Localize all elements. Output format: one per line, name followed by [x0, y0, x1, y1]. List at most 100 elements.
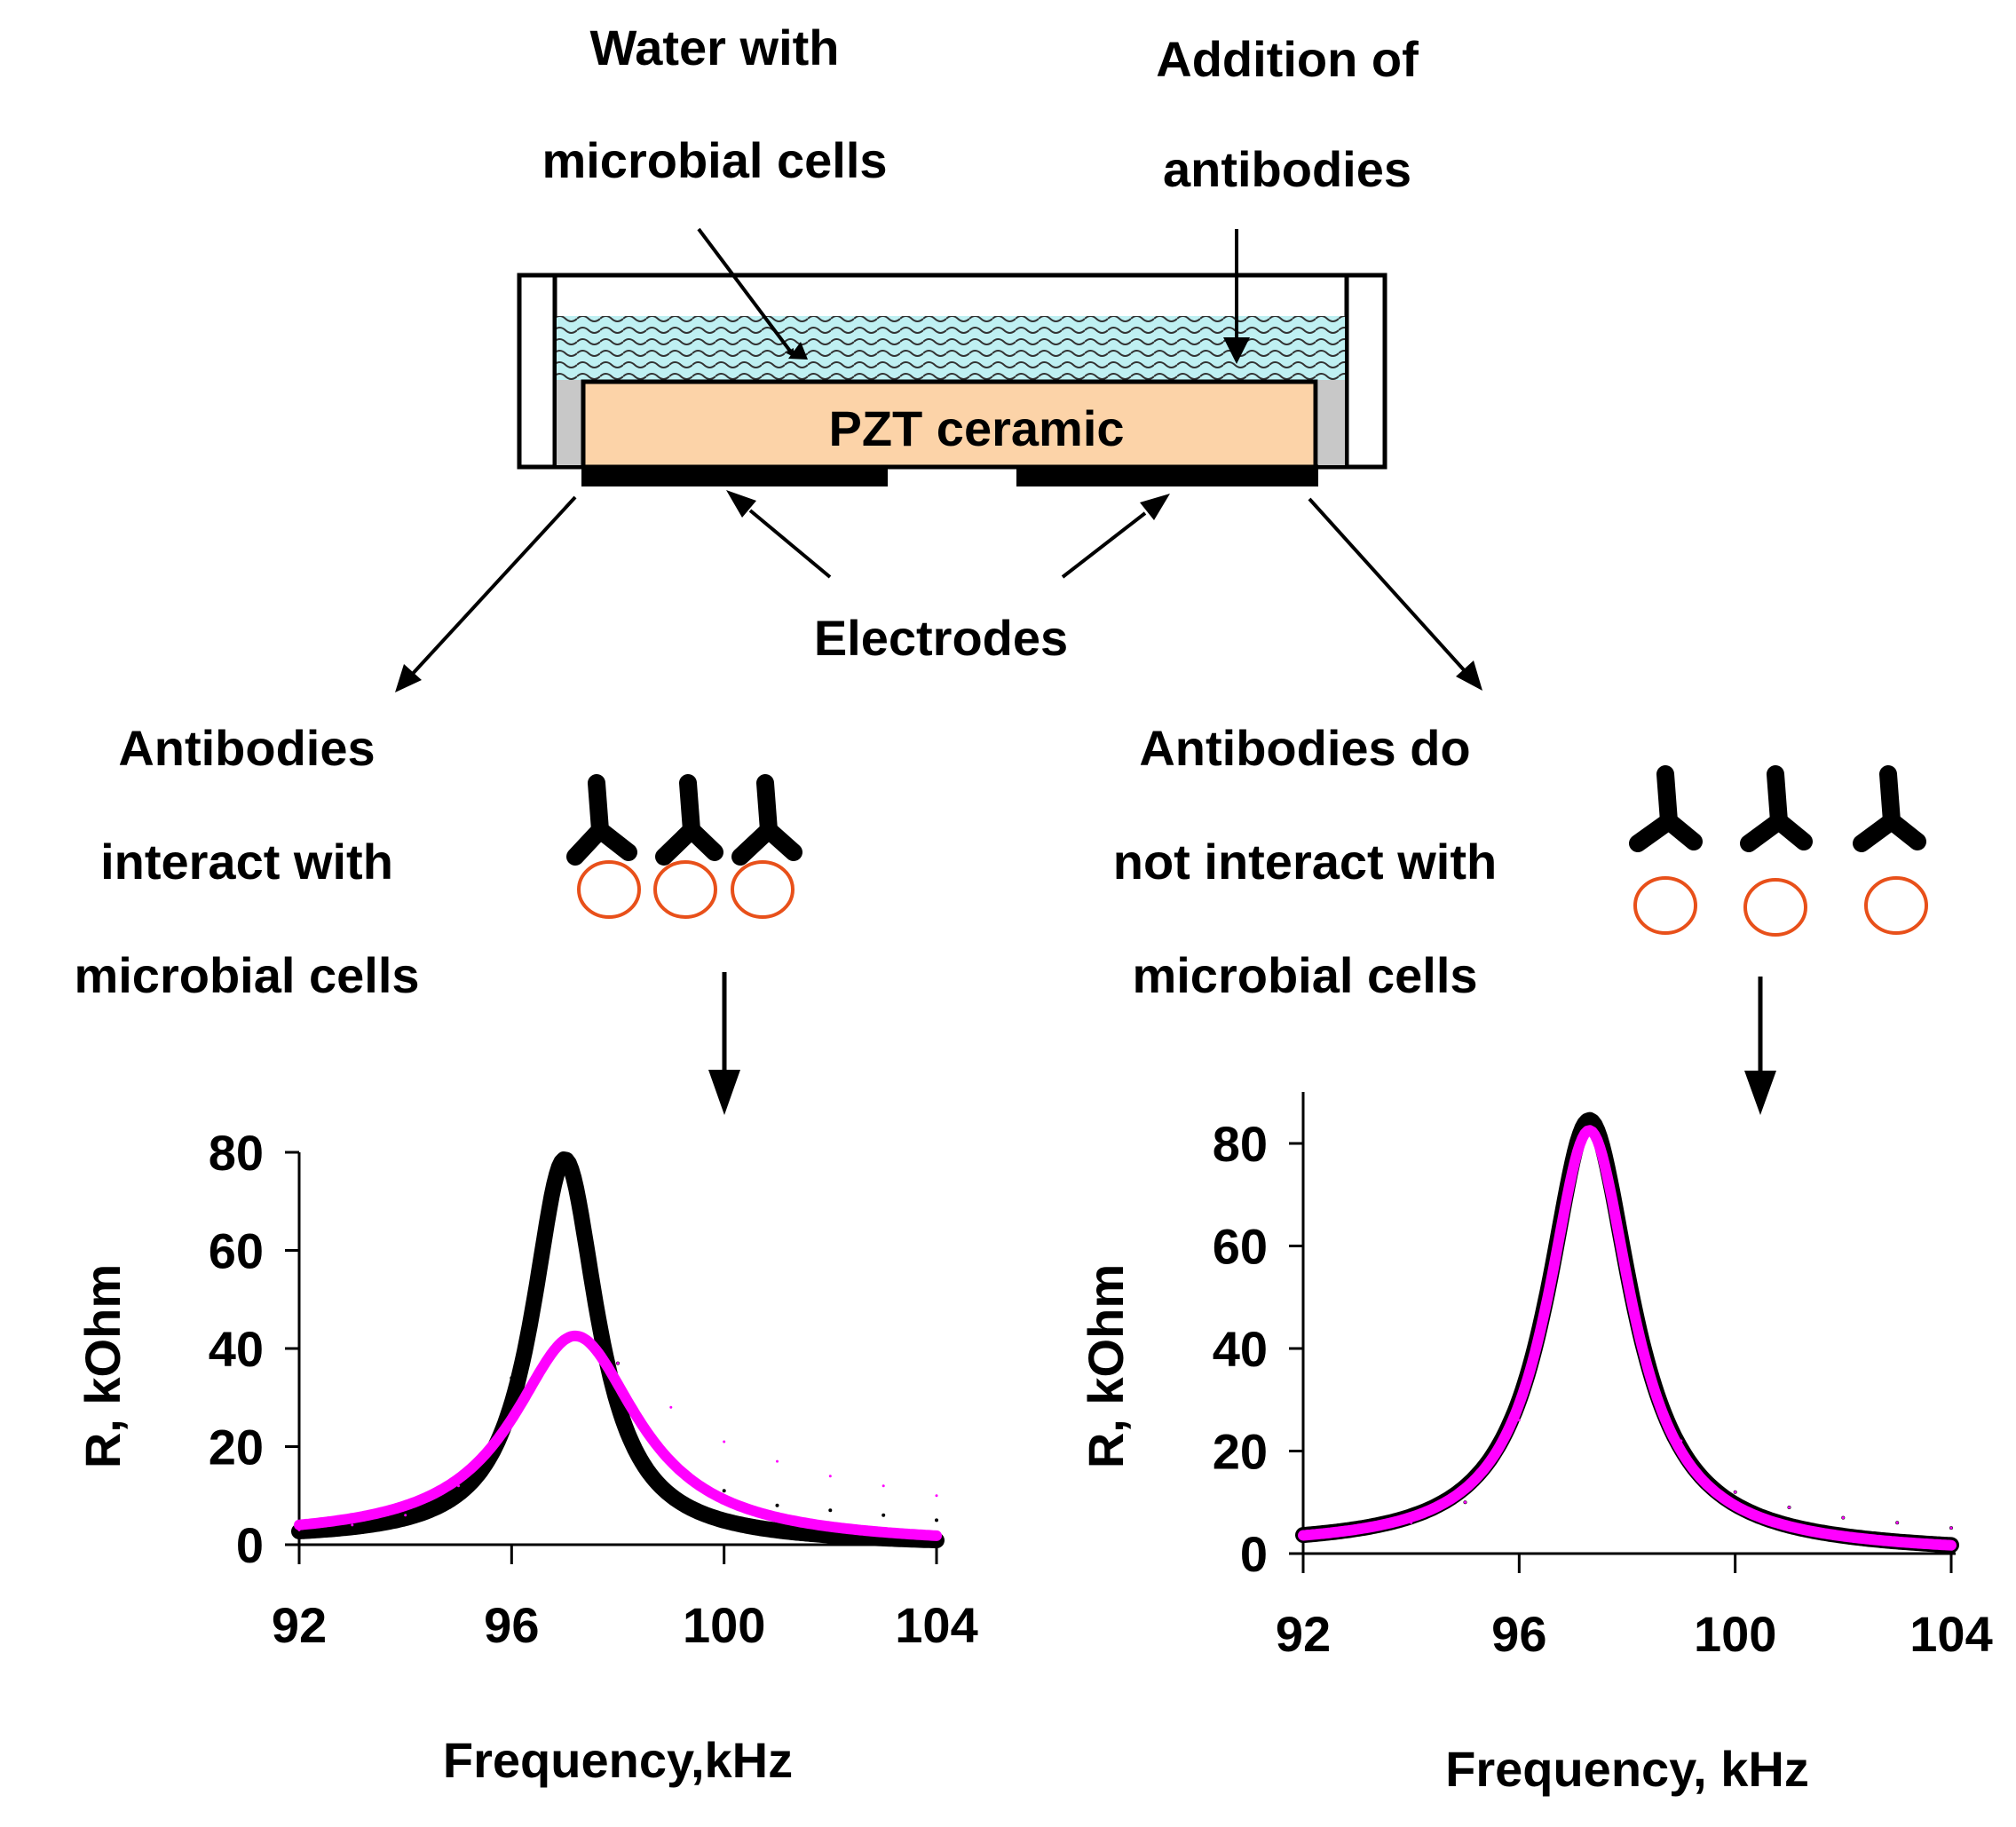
free-cells-group [1633, 876, 1928, 937]
addition-label: Addition of antibodies [1156, 31, 1419, 197]
y-tick-label: 60 [1213, 1219, 1268, 1275]
data-point [1788, 1506, 1791, 1509]
left-label-line1: Antibodies [118, 720, 375, 776]
microbial-cell-icon [1864, 876, 1928, 935]
water-arrow [697, 227, 796, 359]
data-point [1410, 1521, 1413, 1524]
data-point [536, 1238, 541, 1243]
x-tick-label: 92 [272, 1597, 327, 1653]
electrode-right-pointer [1061, 511, 1147, 579]
data-point [935, 1494, 938, 1498]
data-point [882, 1484, 885, 1488]
data-point [297, 1528, 301, 1531]
antibody-icon [1629, 765, 1703, 852]
data-point [510, 1420, 513, 1424]
electrode-left [581, 467, 888, 486]
water-waves [557, 316, 1345, 380]
bound-cells-group [577, 860, 795, 919]
data-point [589, 1342, 593, 1345]
antibody-icon [566, 774, 637, 866]
y-tick-label: 80 [209, 1125, 264, 1181]
electrodes-label: Electrodes [814, 610, 1068, 666]
microbial-cell-icon [577, 860, 641, 919]
y-tick-label: 20 [1213, 1424, 1268, 1480]
microbial-cell-icon [731, 860, 795, 919]
y-tick-label: 40 [1213, 1321, 1268, 1377]
data-point [510, 1376, 514, 1380]
electrode-left-pointer [748, 509, 832, 579]
antibody-arrow-head [1223, 337, 1250, 364]
right-wall [1344, 273, 1387, 470]
antibody-icon [1853, 765, 1926, 852]
data-point [1841, 1516, 1845, 1520]
data-point [775, 1503, 779, 1507]
water-label: Water with microbial cells [542, 20, 887, 188]
data-point [616, 1362, 620, 1365]
right-label-line2: not interact with [1113, 834, 1497, 890]
unbound-antibodies-group [1629, 765, 1926, 852]
data-point [351, 1523, 354, 1527]
water-label-line1: Water with [589, 20, 839, 75]
data-point [1571, 1162, 1575, 1166]
data-point [828, 1475, 832, 1478]
y-tick-label: 40 [209, 1321, 264, 1377]
left-scenario-label: Antibodies interact with microbial cells [74, 720, 419, 1003]
data-point [882, 1513, 886, 1517]
series-line-before [291, 1151, 945, 1549]
antibody-icon [655, 774, 723, 866]
y-tick-label: 0 [1240, 1526, 1268, 1582]
left-result-arrow-head [708, 1070, 740, 1115]
x-tick-label: 96 [484, 1597, 539, 1653]
right-spacer [1318, 380, 1345, 465]
bound-antibodies-group [566, 774, 802, 866]
data-point [457, 1484, 460, 1488]
antibody-icon [1740, 765, 1813, 852]
y-tick-label: 60 [209, 1223, 264, 1279]
x-axis-label: Frequency,kHz [443, 1732, 793, 1788]
data-point [404, 1514, 407, 1517]
right-label-line3: microbial cells [1132, 947, 1477, 1003]
x-axis-label: Frequency, kHz [1445, 1741, 1809, 1797]
data-point [1625, 1269, 1629, 1273]
right-scenario-label: Antibodies do not interact with microbia… [1113, 720, 1497, 1003]
branch-right-arrow-head [1456, 660, 1482, 691]
branch-right-arrow [1308, 497, 1468, 675]
microbial-cell-icon [1743, 878, 1807, 937]
data-point [563, 1160, 567, 1164]
sensor-cell: PZT ceramic [517, 273, 1387, 486]
x-tick-label: 96 [1491, 1606, 1546, 1662]
x-tick-label: 104 [1909, 1606, 1992, 1662]
data-point [1517, 1419, 1521, 1422]
left-wall [517, 273, 557, 470]
left-spacer [557, 380, 583, 465]
data-point [1356, 1531, 1359, 1535]
electrode-left-pointer-head [726, 490, 756, 518]
right-result-arrow-head [1744, 1071, 1776, 1115]
electrode-right-pointer-head [1140, 494, 1170, 520]
data-point [669, 1405, 673, 1409]
pzt-label: PZT ceramic [828, 400, 1124, 456]
data-point [1599, 1152, 1602, 1155]
y-axis-label: R, kOhm [1078, 1264, 1134, 1468]
right-label-line1: Antibodies do [1139, 720, 1470, 776]
data-point [536, 1376, 540, 1380]
data-point [1895, 1521, 1899, 1524]
data-point [723, 1440, 726, 1443]
left-label-line3: microbial cells [74, 947, 419, 1003]
data-point [1545, 1301, 1548, 1304]
water-arrow-head [788, 342, 808, 360]
addition-label-line2: antibodies [1163, 141, 1411, 197]
data-point [1680, 1439, 1683, 1443]
y-axis-label: R, kOhm [75, 1264, 130, 1468]
y-tick-label: 0 [236, 1517, 264, 1573]
branch-left-arrow [408, 495, 577, 678]
microbial-cell-icon [653, 860, 717, 919]
data-point [1301, 1537, 1305, 1540]
branch-left-arrow-head [395, 664, 422, 692]
x-tick-label: 100 [683, 1597, 765, 1653]
data-point [722, 1489, 726, 1493]
water-label-line2: microbial cells [542, 132, 887, 188]
series-line-before [1295, 1111, 1959, 1554]
